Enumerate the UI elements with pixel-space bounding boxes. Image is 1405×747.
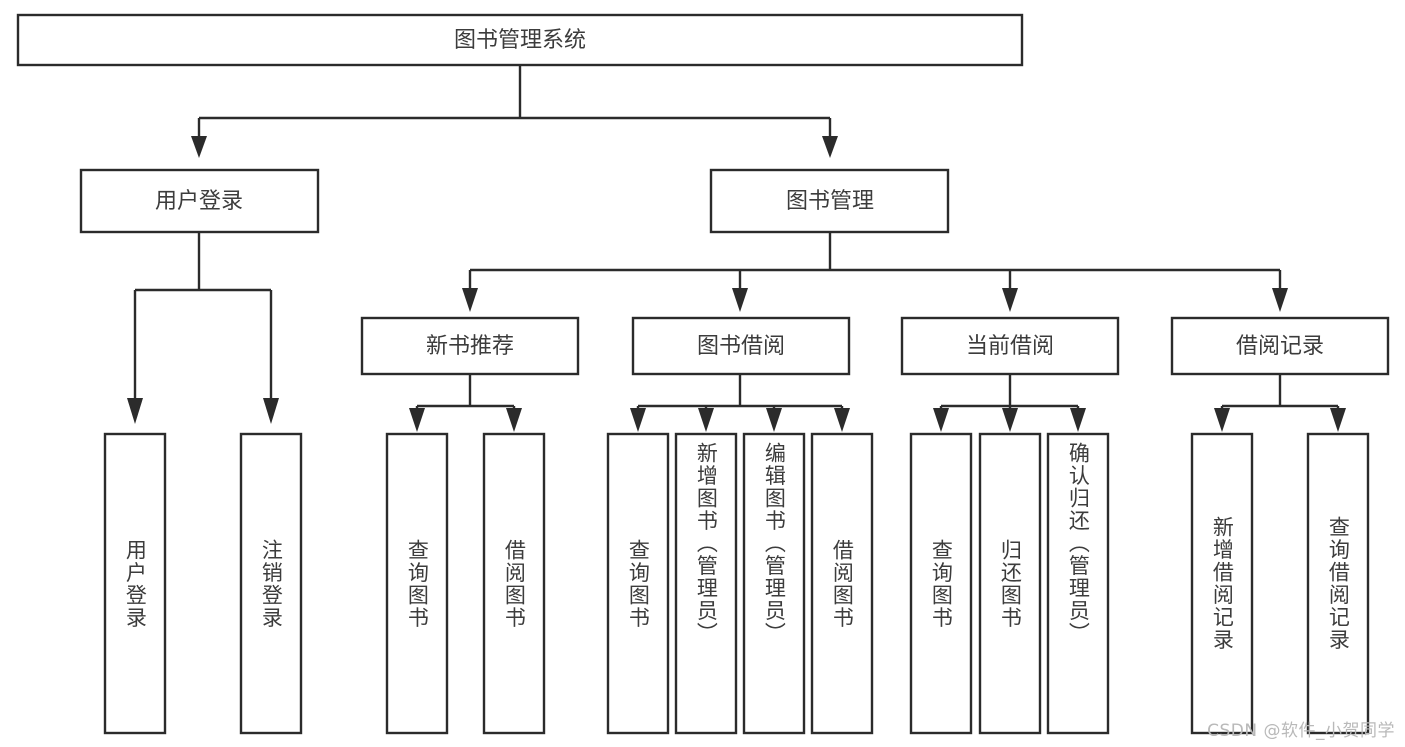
node-book-borrow-label: 图书借阅 bbox=[697, 334, 785, 359]
leaf-box-add-book[interactable] bbox=[674, 432, 738, 735]
leaf-box-return-book[interactable] bbox=[978, 432, 1042, 735]
node-user-login[interactable]: 用户登录 bbox=[79, 168, 320, 234]
node-book-management-label: 图书管理 bbox=[786, 189, 874, 214]
node-current-borrow-label: 当前借阅 bbox=[966, 334, 1054, 359]
arrow-head-icon bbox=[263, 398, 279, 424]
arrow-head-icon bbox=[191, 136, 207, 158]
watermark-text: CSDN @软件_小贺同学 bbox=[1207, 721, 1395, 741]
node-borrow-record[interactable]: 借阅记录 bbox=[1170, 316, 1390, 376]
node-current-borrow-box[interactable] bbox=[900, 316, 1120, 376]
node-borrow-record-label: 借阅记录 bbox=[1236, 334, 1324, 359]
node-book-management[interactable]: 图书管理 bbox=[709, 168, 950, 234]
connector-group-record-to-leaves bbox=[1214, 374, 1346, 432]
connector-group-newbook-to-leaves bbox=[409, 374, 522, 432]
arrow-head-icon bbox=[630, 408, 646, 432]
leaf-box-logout[interactable] bbox=[239, 432, 303, 735]
arrow-head-icon bbox=[409, 408, 425, 432]
leaf-box-query-record[interactable] bbox=[1306, 432, 1370, 735]
arrow-head-icon bbox=[462, 288, 478, 312]
node-root-box[interactable] bbox=[16, 13, 1024, 67]
node-book-borrow[interactable]: 图书借阅 bbox=[631, 316, 851, 376]
arrow-head-icon bbox=[933, 408, 949, 432]
node-new-book-recommend-box[interactable] bbox=[360, 316, 580, 376]
node-book-borrow-box[interactable] bbox=[631, 316, 851, 376]
connector-group-borrow-to-leaves bbox=[630, 374, 850, 432]
node-user-login-label: 用户登录 bbox=[155, 189, 243, 214]
node-new-book-recommend-label: 新书推荐 bbox=[426, 334, 514, 359]
node-borrow-record-box[interactable] bbox=[1170, 316, 1390, 376]
leaf-box-query-book-1[interactable] bbox=[385, 432, 449, 735]
node-new-book-recommend[interactable]: 新书推荐 bbox=[360, 316, 580, 376]
leaf-box-borrow-book-1[interactable] bbox=[482, 432, 546, 735]
arrow-head-icon bbox=[766, 408, 782, 432]
node-book-management-box[interactable] bbox=[709, 168, 950, 234]
arrow-head-icon bbox=[822, 136, 838, 158]
node-current-borrow[interactable]: 当前借阅 bbox=[900, 316, 1120, 376]
arrow-head-icon bbox=[506, 408, 522, 432]
node-root-label: 图书管理系统 bbox=[454, 28, 586, 53]
leaf-box-edit-book[interactable] bbox=[742, 432, 806, 735]
connector-group-bookmgmt-to-level3 bbox=[462, 232, 1288, 312]
arrow-head-icon bbox=[1272, 288, 1288, 312]
node-user-login-box[interactable] bbox=[79, 168, 320, 234]
arrow-head-icon bbox=[698, 408, 714, 432]
connector-group-userlogin-to-leaves bbox=[127, 232, 279, 424]
leaf-box-add-record[interactable] bbox=[1190, 432, 1254, 735]
arrow-head-icon bbox=[1330, 408, 1346, 432]
arrow-head-icon bbox=[1002, 288, 1018, 312]
arrow-head-icon bbox=[1002, 408, 1018, 432]
connector-group-current-to-leaves bbox=[933, 374, 1086, 432]
connector-group-root-to-level2 bbox=[191, 65, 838, 158]
leaf-box-query-book-2[interactable] bbox=[606, 432, 670, 735]
leaf-box-user-login[interactable] bbox=[103, 432, 167, 735]
leaf-box-confirm-return[interactable] bbox=[1046, 432, 1110, 735]
arrow-head-icon bbox=[127, 398, 143, 424]
leaf-boxes bbox=[103, 432, 1370, 735]
arrow-head-icon bbox=[1070, 408, 1086, 432]
arrow-head-icon bbox=[834, 408, 850, 432]
node-root[interactable]: 图书管理系统 bbox=[16, 13, 1024, 67]
leaf-box-query-book-3[interactable] bbox=[909, 432, 973, 735]
leaf-box-borrow-book-2[interactable] bbox=[810, 432, 874, 735]
arrow-head-icon bbox=[732, 288, 748, 312]
arrow-head-icon bbox=[1214, 408, 1230, 432]
